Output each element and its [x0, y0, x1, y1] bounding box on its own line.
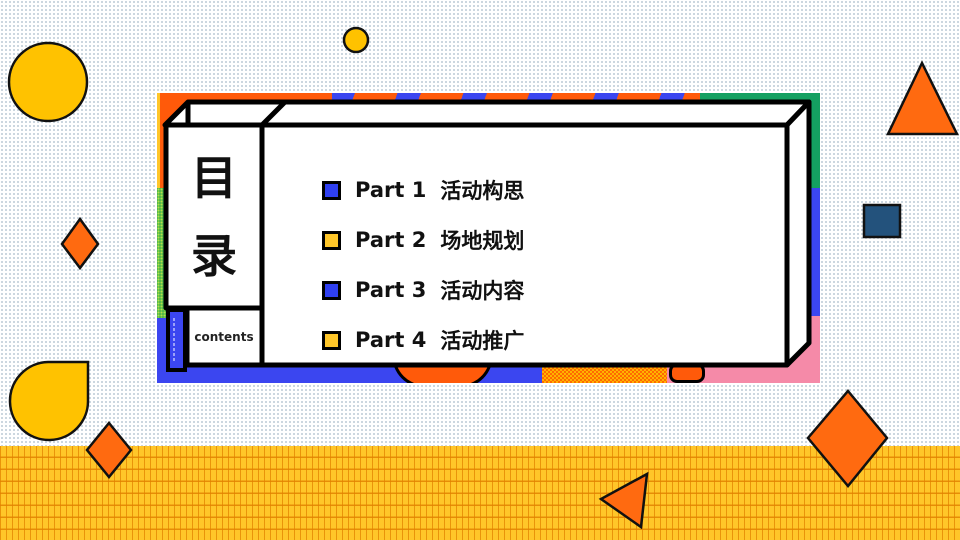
toc-item-part: Part 3 — [355, 278, 427, 302]
toc-item-label: 活动内容 — [440, 279, 525, 303]
toc-item-part: Part 2 — [355, 228, 427, 252]
orange-triangle-bottom — [598, 471, 649, 530]
title-char-mu: 目 — [191, 151, 237, 205]
yellow-teardrop — [8, 360, 90, 442]
toc-item-part-1[interactable]: Part 1 活动构思 — [322, 165, 524, 215]
3d-box-frame — [162, 99, 812, 372]
orange-diamond-left — [60, 216, 100, 271]
orange-triangle — [886, 60, 960, 136]
toc-menu: Part 1 活动构思 Part 2 场地规划 Part 3 活动内容 Part… — [322, 165, 524, 365]
square-bullet-icon — [322, 230, 341, 250]
toc-title: 目 录 — [168, 126, 260, 308]
toc-item-label: 场地规划 — [440, 229, 525, 253]
toc-item-part: Part 1 — [355, 178, 427, 202]
orange-diamond-large — [806, 389, 889, 488]
small-yellow-circle — [342, 26, 370, 54]
pink-bottom-strip — [667, 363, 820, 383]
orange-diamond-small — [85, 421, 133, 479]
square-bullet-icon — [322, 180, 341, 200]
square-bullet-icon — [322, 280, 341, 300]
checkered-strip — [542, 363, 667, 383]
toc-item-part-4[interactable]: Part 4 活动推广 — [322, 315, 524, 365]
toc-item-label: 活动推广 — [440, 329, 525, 353]
toc-item-part: Part 4 — [355, 328, 427, 352]
green-dotted-strip — [157, 188, 167, 318]
toc-item-part-2[interactable]: Part 2 场地规划 — [322, 215, 524, 265]
yellow-grid-floor — [0, 446, 960, 540]
title-char-lu: 录 — [191, 229, 237, 283]
toc-item-label: 活动构思 — [440, 179, 525, 203]
large-yellow-circle — [7, 41, 89, 123]
navy-square — [862, 203, 902, 239]
toc-item-part-3[interactable]: Part 3 活动内容 — [322, 265, 524, 315]
square-bullet-icon — [322, 330, 341, 350]
contents-label: contents — [194, 330, 254, 344]
